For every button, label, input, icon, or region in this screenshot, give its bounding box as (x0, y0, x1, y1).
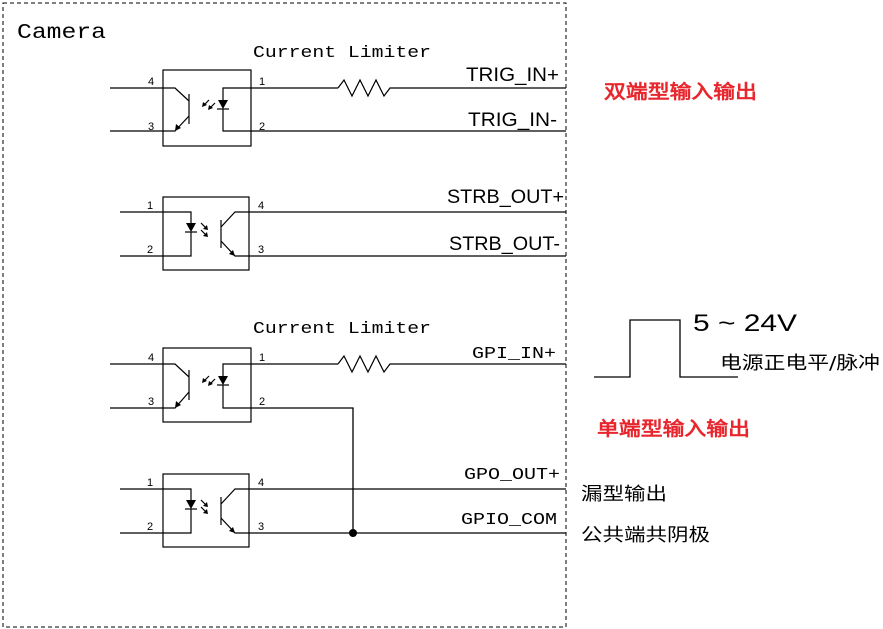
phototransistor-emitter (220, 517, 249, 534)
light-arrowhead-icon (202, 378, 207, 383)
pin-label: 3 (148, 121, 154, 133)
pin-label: 4 (148, 76, 154, 88)
optocoupler-input-1 (162, 69, 252, 147)
pulse-voltage-label: 5 ~ 24V (693, 310, 797, 337)
pin-label: 3 (258, 521, 264, 533)
led-triangle-icon (186, 223, 196, 232)
emitter-arrow-icon (229, 527, 235, 533)
pulse-waveform-icon (594, 319, 738, 378)
led-cathode (222, 385, 251, 409)
gpi-return-wire (251, 407, 354, 533)
emitter-arrow-icon (175, 401, 181, 408)
resistor-icon (337, 78, 392, 98)
optocoupler-output-4 (162, 473, 250, 548)
led-anode (163, 488, 192, 500)
pin-label: 2 (259, 396, 265, 408)
camera-label: Camera (17, 22, 106, 45)
camera-boundary (2, 2, 567, 628)
led-anode (222, 87, 251, 100)
optocoupler-body (162, 473, 250, 548)
led-cathode (222, 109, 251, 132)
gpo-out-plus-label: GPO_OUT+ (464, 466, 560, 485)
strb-out-plus-label: STRB_OUT+ (447, 187, 564, 208)
pin-label: 3 (148, 396, 154, 408)
light-arrowhead-icon (208, 105, 213, 110)
phototransistor-collector (163, 87, 190, 102)
optocoupler-body (162, 347, 252, 423)
resistor-icon (337, 354, 392, 374)
optocoupler-body (162, 69, 252, 147)
trig-in-plus-label: TRIG_IN+ (466, 65, 559, 86)
led-triangle-icon (218, 376, 228, 385)
phototransistor-collector (220, 488, 249, 505)
optocoupler-output-2 (162, 196, 250, 271)
pin-label: 2 (259, 121, 265, 133)
pin-label: 4 (148, 352, 154, 364)
pin-label: 4 (258, 477, 264, 489)
led-triangle-icon (218, 100, 228, 109)
strb-out-minus-label: STRB_OUT- (449, 234, 560, 255)
led-anode (222, 363, 251, 376)
light-arrowhead-icon (208, 381, 213, 386)
light-arrowhead-icon (202, 102, 207, 107)
pulse-level-label: 电源正电平/脉冲 (720, 353, 880, 374)
led-anode (163, 211, 192, 223)
pin-label: 1 (259, 352, 265, 364)
current-limiter-label: Current Limiter (253, 320, 431, 339)
phototransistor-collector (220, 211, 249, 228)
light-arrowhead-icon (203, 509, 208, 514)
emitter-arrow-icon (175, 124, 181, 131)
pin-label: 3 (258, 244, 264, 256)
led-cathode (163, 509, 192, 534)
phototransistor-collector (163, 363, 190, 378)
trig-in-minus-label: TRIG_IN- (468, 110, 557, 131)
light-arrowhead-icon (203, 502, 208, 507)
phototransistor-emitter (220, 240, 249, 257)
led-cathode (163, 232, 192, 257)
current-limiter-label: Current Limiter (253, 44, 431, 63)
pin-label: 2 (147, 521, 153, 533)
gpi-in-plus-label: GPI_IN+ (472, 345, 556, 364)
optocoupler-input-3 (162, 347, 252, 423)
junction-dot-icon (349, 529, 357, 537)
optocoupler-body (162, 196, 250, 271)
light-arrowhead-icon (203, 225, 208, 230)
pin-label: 1 (147, 477, 153, 489)
light-arrowhead-icon (203, 232, 208, 237)
common-cathode-note: 公共端共阴极 (581, 525, 710, 546)
differential-io-note: 双端型输入输出 (604, 80, 757, 103)
led-triangle-icon (186, 500, 196, 509)
pin-label: 1 (147, 200, 153, 212)
pin-label: 1 (259, 76, 265, 88)
gpio-com-label: GPIO_COM (461, 511, 557, 530)
sink-output-note: 漏型输出 (581, 484, 667, 505)
pin-label: 2 (147, 244, 153, 256)
single-ended-io-note: 单端型输入输出 (597, 417, 750, 440)
pin-label: 4 (258, 200, 264, 212)
emitter-arrow-icon (229, 250, 235, 256)
